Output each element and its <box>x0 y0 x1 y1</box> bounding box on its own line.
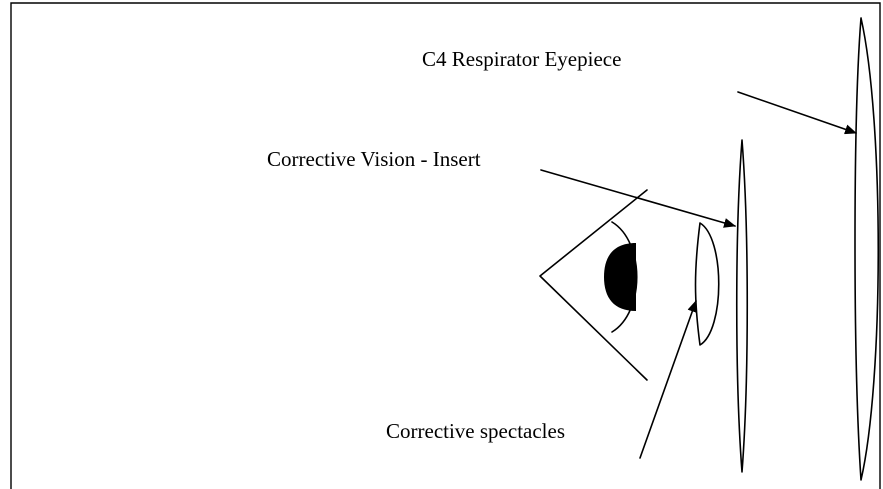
eye-cornea-arc <box>611 221 638 333</box>
spectacles-lens <box>694 222 720 346</box>
eye-pupil <box>604 243 636 311</box>
respirator-eyepiece-label: C4 Respirator Eyepiece <box>422 47 621 71</box>
respirator-eyepiece-lens <box>854 17 880 481</box>
vision-insert-arrow <box>540 169 736 228</box>
figure-frame <box>10 2 881 489</box>
vision-insert-label: Corrective Vision - Insert <box>267 147 481 171</box>
respirator-eyepiece-arrow <box>737 91 857 135</box>
spectacles-label: Corrective spectacles <box>386 419 565 443</box>
spectacles-arrow <box>639 300 698 459</box>
eye-outline <box>539 189 648 381</box>
vision-insert-lens <box>735 139 749 473</box>
